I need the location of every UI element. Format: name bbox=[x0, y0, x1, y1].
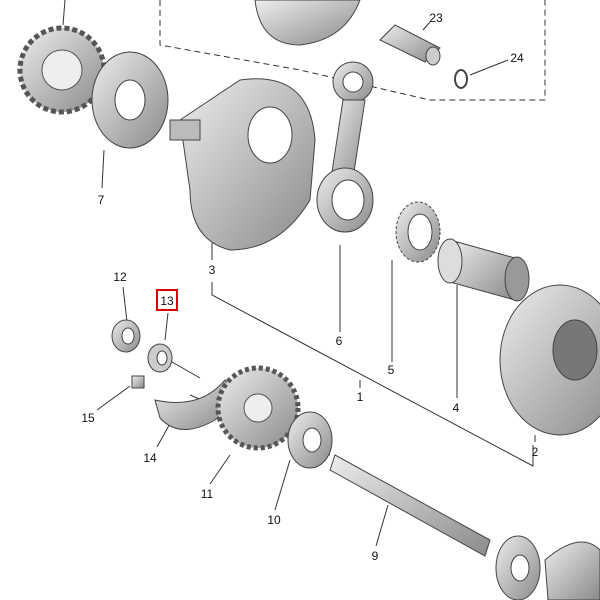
callout-12[interactable]: 12 bbox=[113, 270, 127, 284]
piston bbox=[254, 0, 361, 46]
highlight-box bbox=[156, 289, 178, 311]
callout-3[interactable]: 3 bbox=[208, 263, 216, 277]
balancer-weight-bottom bbox=[544, 541, 600, 600]
crank-pin bbox=[437, 238, 530, 302]
needle-bearing bbox=[395, 201, 441, 263]
callout-1[interactable]: 1 bbox=[356, 390, 364, 404]
callout-11[interactable]: 11 bbox=[200, 487, 214, 501]
bolt-15 bbox=[131, 375, 145, 389]
bearing-10 bbox=[287, 411, 333, 469]
washer-13 bbox=[147, 343, 173, 373]
piston-pin bbox=[379, 24, 441, 66]
crank-web-2 bbox=[499, 284, 600, 436]
bearing-bottom bbox=[495, 535, 541, 600]
callout-24[interactable]: 24 bbox=[510, 51, 524, 65]
balancer-gear-11 bbox=[215, 365, 301, 451]
callout-23[interactable]: 23 bbox=[429, 11, 443, 25]
callout-10[interactable]: 10 bbox=[267, 513, 281, 527]
circlip bbox=[454, 69, 468, 89]
callout-4[interactable]: 4 bbox=[452, 401, 460, 415]
callout-2[interactable]: 2 bbox=[531, 445, 539, 459]
callout-5[interactable]: 5 bbox=[387, 363, 395, 377]
callout-6[interactable]: 6 bbox=[335, 334, 343, 348]
callout-9[interactable]: 9 bbox=[371, 549, 379, 563]
nut-12 bbox=[111, 319, 141, 353]
callout-13[interactable]: 13 bbox=[160, 294, 174, 308]
bearing-7 bbox=[91, 51, 169, 149]
crank-web-3 bbox=[169, 78, 316, 251]
callout-7[interactable]: 7 bbox=[97, 193, 105, 207]
drive-gear-top bbox=[17, 25, 107, 115]
connecting-rod bbox=[316, 61, 374, 233]
callout-15[interactable]: 15 bbox=[81, 411, 95, 425]
callout-14[interactable]: 14 bbox=[143, 451, 157, 465]
balancer-shaft-9 bbox=[329, 454, 491, 557]
